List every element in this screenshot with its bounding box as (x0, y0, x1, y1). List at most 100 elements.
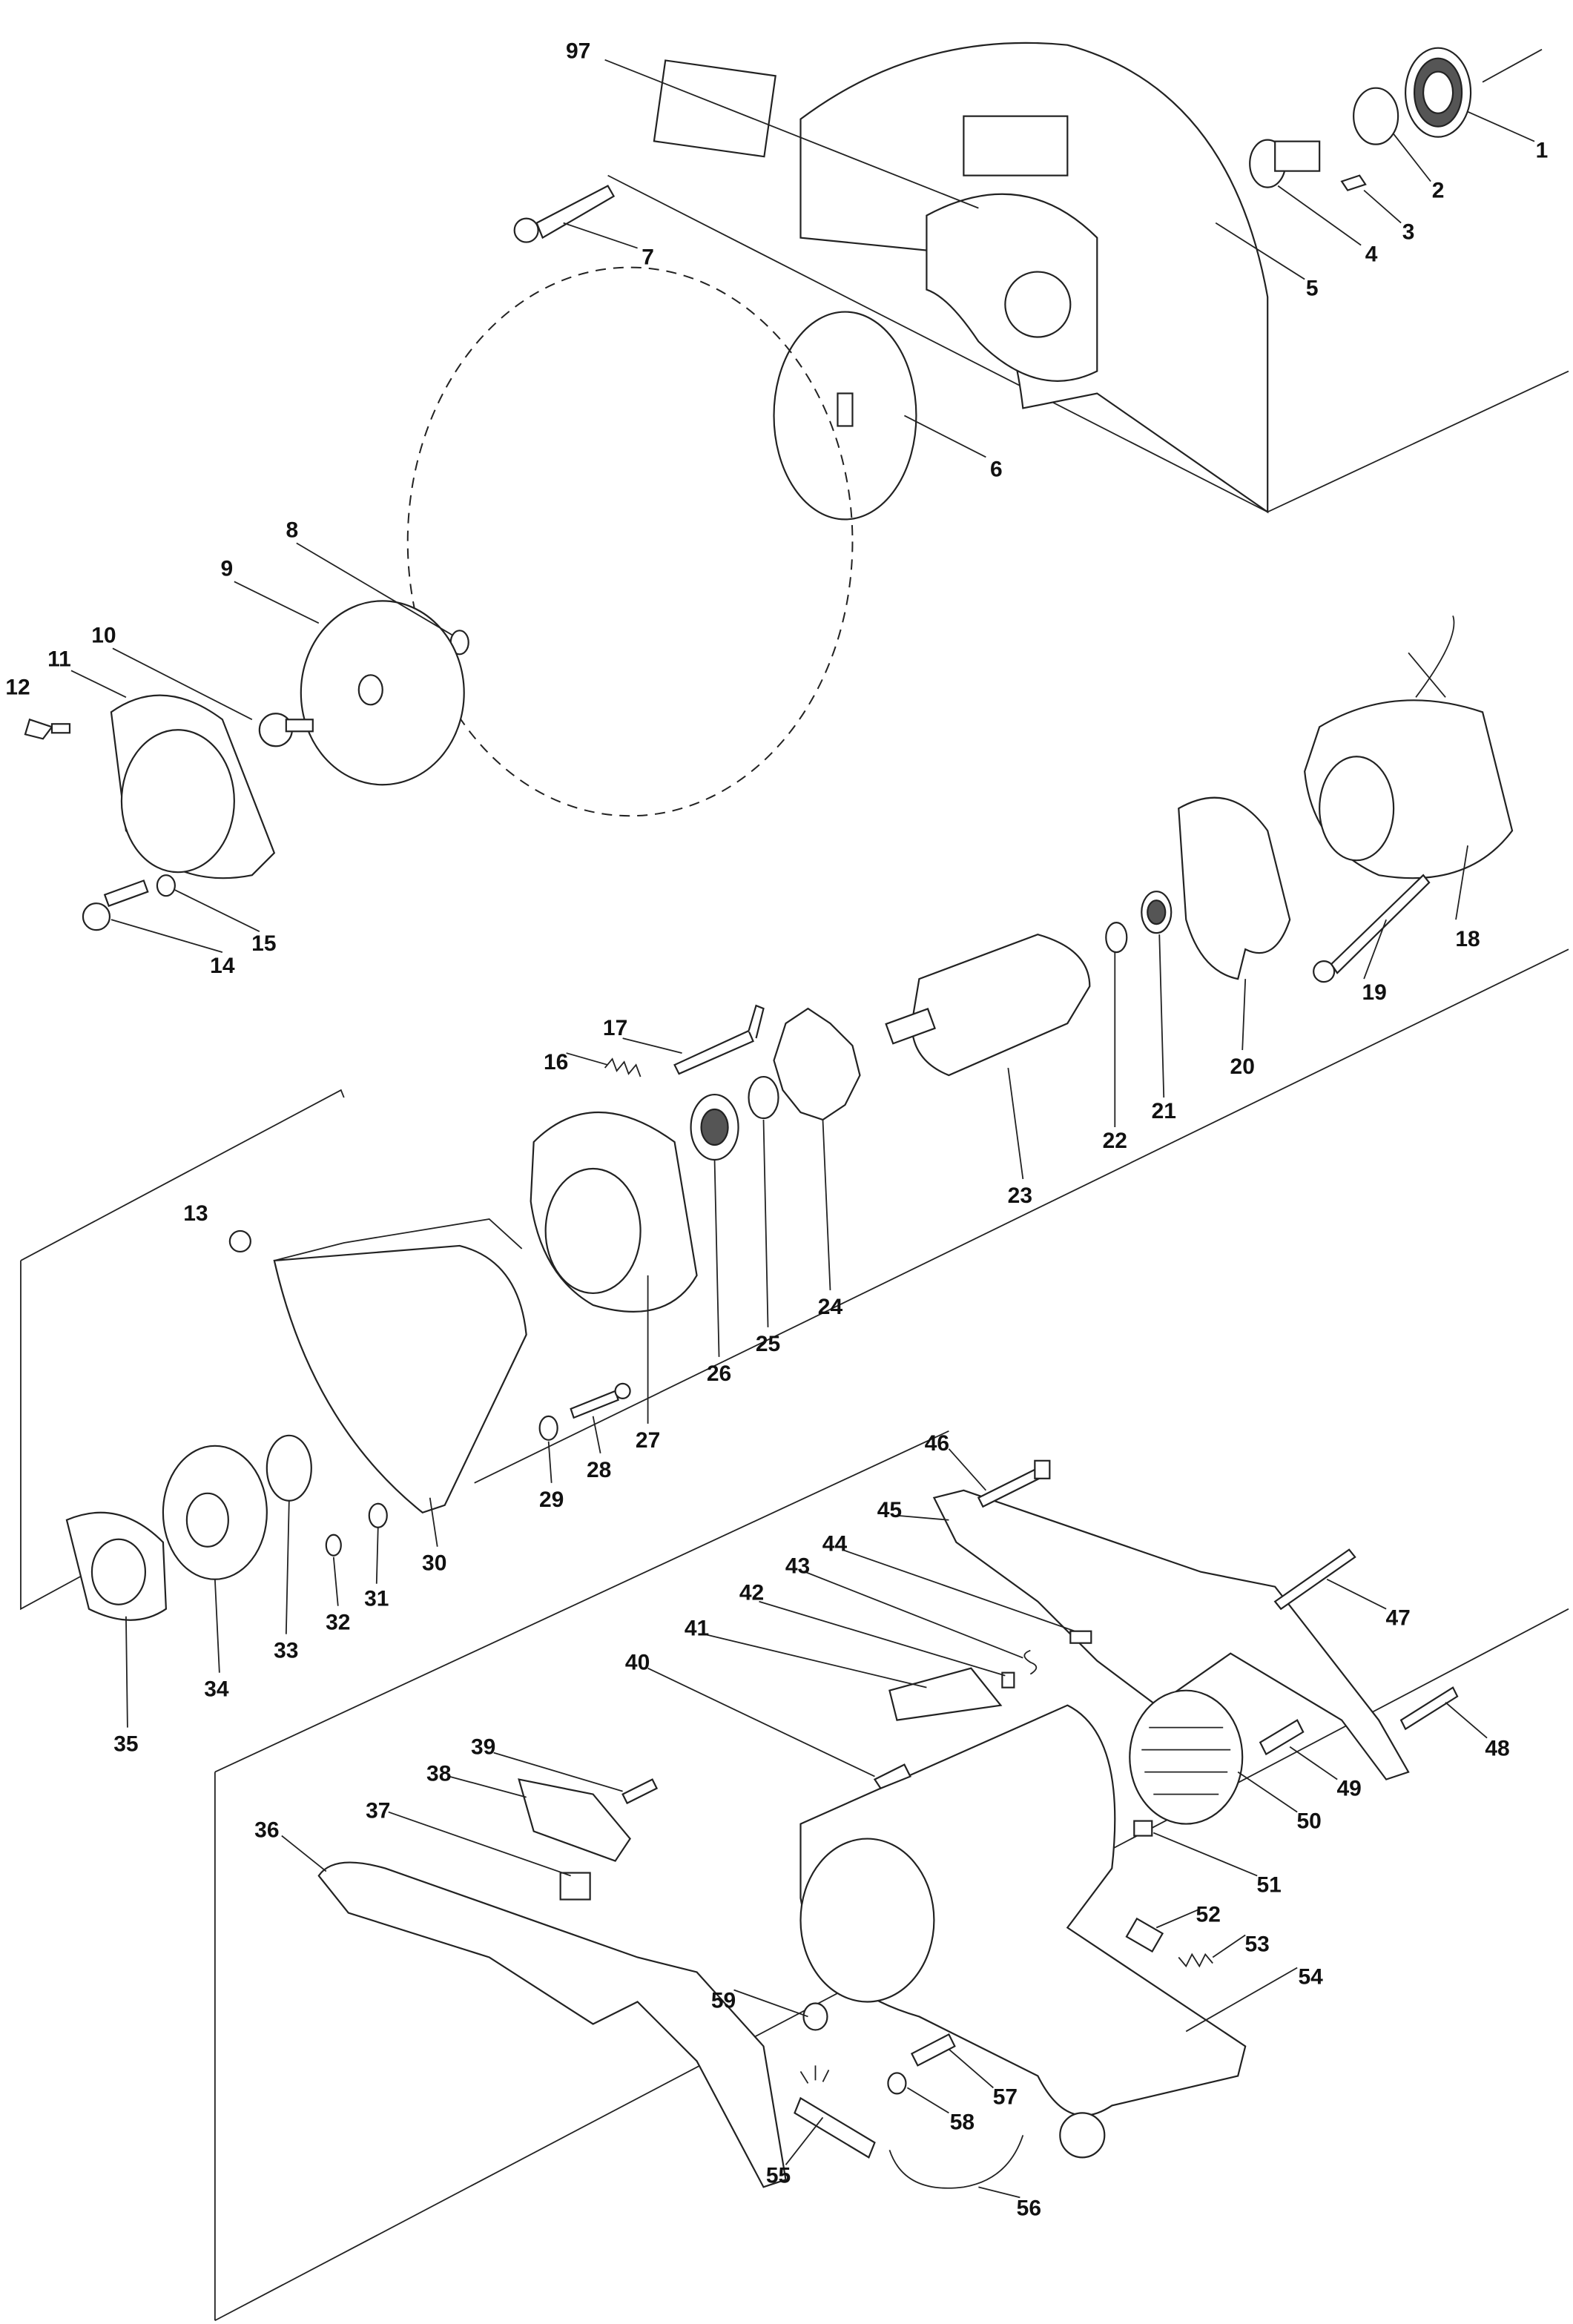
cord-guard-part-55 (794, 2065, 876, 2159)
safety-cover-part-30 (273, 1218, 527, 1514)
part-label: 6 (990, 457, 1003, 481)
part-label: 12 (5, 675, 30, 699)
part-labels: 97 1 2 3 4 5 7 6 8 9 10 11 12 14 15 13 1… (5, 39, 1548, 2221)
part-label: 17 (603, 1016, 627, 1040)
assembly-frames (20, 48, 1569, 2322)
cord-part-56 (888, 2135, 1024, 2189)
part-label: 3 (1402, 220, 1415, 245)
screw-part-57 (910, 2033, 956, 2067)
part-label: 44 (822, 1532, 848, 1557)
washer-part-22 (1105, 922, 1128, 954)
spring-part-43 (1023, 1649, 1038, 1675)
part-label: 47 (1385, 1606, 1410, 1631)
part-label: 43 (785, 1554, 810, 1579)
part-label: 48 (1485, 1737, 1509, 1761)
field-part-18 (1304, 615, 1514, 879)
retaining-ring-part-33 (266, 1434, 312, 1502)
washer-part-58 (887, 2072, 907, 2095)
part-label: 11 (47, 647, 71, 671)
part-label: 33 (274, 1639, 298, 1663)
handle-part-36 (317, 1861, 787, 2188)
pin-part-42 (1001, 1671, 1015, 1688)
pin-part-17 (673, 1004, 765, 1075)
washer-part-31 (368, 1502, 388, 1528)
part-label: 4 (1365, 242, 1378, 267)
leader-lines (70, 59, 1535, 2199)
bearing-box-part-27 (530, 1111, 698, 1313)
screw-part-14 (82, 879, 149, 931)
terminal-part-37 (559, 1872, 591, 1901)
part-label: 45 (877, 1498, 902, 1522)
bearing-part-21 (1141, 891, 1173, 934)
part-label: 35 (113, 1732, 138, 1757)
part-label: 41 (685, 1617, 709, 1641)
washer-part-15 (156, 874, 176, 897)
part-label: 15 (251, 931, 276, 956)
part-label: 22 (1103, 1129, 1127, 1153)
bolt-part-48 (1399, 1686, 1459, 1731)
part-label: 7 (642, 245, 654, 270)
part-label: 21 (1152, 1099, 1176, 1123)
part-label: 16 (544, 1050, 568, 1074)
spring-part-16 (604, 1057, 642, 1077)
part-label: 19 (1362, 980, 1386, 1005)
part-label: 46 (925, 1431, 949, 1456)
part-label: 5 (1306, 277, 1319, 301)
part-label: 8 (286, 518, 298, 542)
cover-part-41 (888, 1667, 1003, 1721)
switch-part-38 (518, 1778, 631, 1862)
pin-part-51 (1133, 1820, 1153, 1837)
part-label: 1 (1536, 139, 1549, 163)
bolt-part-7 (513, 185, 616, 243)
bolt-part-47 (1273, 1548, 1356, 1611)
spring-part-53 (1178, 1952, 1213, 1968)
screw-part-40 (873, 1763, 911, 1789)
part-label: 28 (587, 1458, 611, 1482)
motor-housing-part-54 (799, 1704, 1247, 2159)
part-label: 20 (1230, 1054, 1255, 1079)
part-label: 50 (1296, 1809, 1321, 1834)
spindle-part-4 (1249, 139, 1321, 188)
part-label: 49 (1336, 1777, 1361, 1801)
armature-part-23 (885, 933, 1091, 1077)
part-label: 36 (254, 1818, 279, 1843)
part-label: 55 (766, 2163, 791, 2188)
flange-hole (837, 392, 854, 427)
part-label: 2 (1432, 179, 1445, 203)
part-label: 32 (326, 1611, 350, 1635)
part-label: 56 (1017, 2196, 1041, 2220)
part-label: 10 (91, 623, 116, 647)
part-label: 18 (1455, 927, 1480, 951)
part-label: 97 (566, 39, 590, 64)
part-label: 34 (204, 1677, 229, 1702)
pin-part-44 (1069, 1630, 1092, 1644)
part-label: 24 (818, 1295, 843, 1319)
baffle-part-20 (1178, 796, 1291, 980)
cover-part-11 (110, 694, 276, 879)
part-label: 26 (707, 1361, 731, 1386)
part-label: 14 (210, 954, 235, 978)
washer-part-29 (538, 1415, 558, 1441)
part-label: 38 (426, 1762, 451, 1786)
hex-bolt-part-10 (258, 713, 314, 747)
handle-part-45 (932, 1489, 1410, 1780)
saw-blade-outline (406, 266, 854, 817)
cap-part-13 (228, 1229, 251, 1253)
bearing-part-26 (690, 1093, 739, 1161)
washer-part-59 (802, 2002, 828, 2031)
bolt-part-49 (1259, 1719, 1305, 1756)
grille-part-50 (1129, 1689, 1244, 1825)
part-label: 39 (471, 1735, 495, 1760)
part-label: 13 (183, 1201, 208, 1226)
part-label: 42 (739, 1581, 764, 1605)
part-label: 23 (1008, 1184, 1032, 1208)
part-label: 54 (1298, 1964, 1323, 1989)
wing-bolt-part-12 (24, 718, 71, 740)
part-label: 53 (1245, 1932, 1270, 1956)
ring-part-32 (325, 1534, 342, 1557)
part-label: 59 (711, 1988, 736, 2013)
knob-part-34 (162, 1445, 268, 1580)
flange-part-35 (65, 1511, 168, 1621)
washer-part-2 (1353, 87, 1399, 145)
bearing-part-1 (1405, 47, 1472, 138)
